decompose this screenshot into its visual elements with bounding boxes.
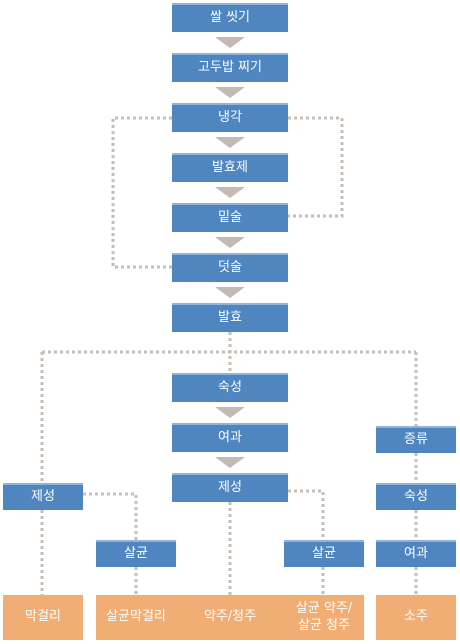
step-finishing: 제성 — [172, 473, 288, 502]
step-cooling: 냉각 — [172, 103, 288, 132]
arrow-down-7 — [215, 407, 245, 418]
arrow-down-2 — [215, 87, 245, 98]
finish-to-yakju-sterilize — [288, 489, 325, 540]
step-filtration: 여과 — [172, 423, 288, 452]
arrow-down-8 — [215, 457, 245, 468]
step-steaming-rice: 고두밥 찌기 — [172, 53, 288, 82]
arrow-down-1 — [215, 37, 245, 48]
dotted-connectors — [40, 116, 418, 595]
loop-cooling-to-topping-mash — [111, 116, 172, 269]
product-sterilized-yakju-cheongju: 살균 약주/ 살균 청주 — [284, 595, 364, 640]
left-finish-to-sterilize — [83, 492, 138, 540]
step-makgeolli-sterilization: 살균 — [96, 540, 176, 567]
step-soju-aging: 숙성 — [376, 483, 456, 510]
step-soju-filtration: 여과 — [376, 540, 456, 567]
product-yakju-cheongju: 약주/청주 — [172, 595, 288, 640]
loop-cooling-to-seed-mash — [288, 116, 344, 218]
step-yakju-sterilization: 살균 — [284, 540, 364, 567]
arrow-down-6 — [215, 287, 245, 298]
product-soju: 소주 — [376, 595, 456, 640]
arrow-down-4 — [215, 187, 245, 198]
step-makgeolli-finishing: 제성 — [3, 483, 83, 510]
step-topping-mash: 덧술 — [172, 253, 288, 282]
step-rice-washing: 쌀 씻기 — [172, 3, 288, 32]
product-sterilized-makgeolli: 살균막걸리 — [96, 595, 176, 640]
arrow-down-3 — [215, 137, 245, 148]
step-distillation: 증류 — [376, 426, 456, 453]
step-fermentation: 발효 — [172, 303, 288, 332]
flow-arrows — [215, 37, 245, 468]
product-makgeolli: 막걸리 — [3, 595, 83, 640]
step-fermentation-starter: 발효제 — [172, 153, 288, 182]
step-seed-mash: 밑술 — [172, 203, 288, 232]
arrow-down-5 — [215, 237, 245, 248]
step-aging: 숙성 — [172, 373, 288, 402]
